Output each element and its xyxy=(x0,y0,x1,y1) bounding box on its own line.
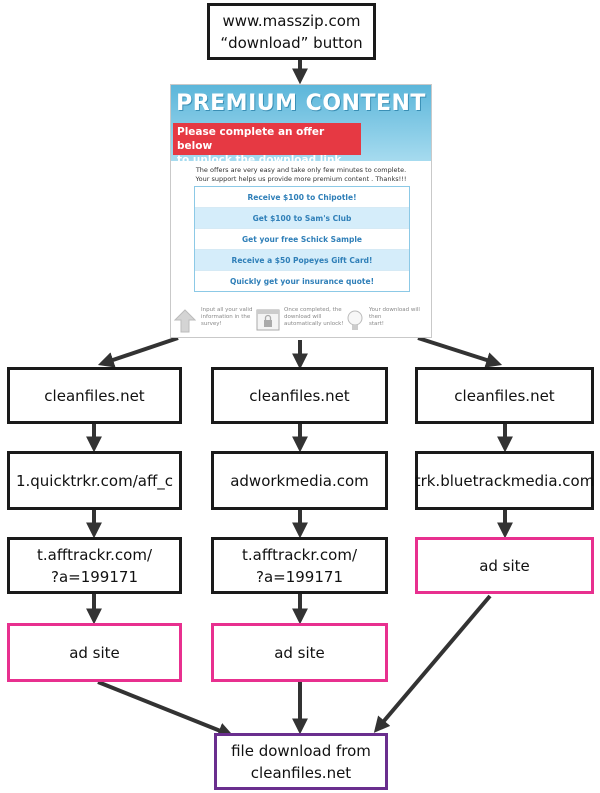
step-text-start: Your download will then start! xyxy=(369,307,420,327)
node-col2-ad-site: ad site xyxy=(211,623,388,682)
lock-window-icon xyxy=(256,309,280,331)
offer-banner: Please complete an offer below to unlock… xyxy=(173,123,361,166)
steps-row: Input all your valid information in the … xyxy=(171,307,431,337)
node-col3-ad-site: ad site xyxy=(415,537,594,594)
arrow-panel-to-col3 xyxy=(417,336,503,368)
arrow-col3-ad-to-final xyxy=(373,594,492,733)
node-col3-cleanfiles: cleanfiles.net xyxy=(415,367,594,424)
offer-item[interactable]: Quickly get your insurance quote! xyxy=(195,271,409,291)
node-col1-cleanfiles: cleanfiles.net xyxy=(7,367,182,424)
premium-title: PREMIUM CONTENT xyxy=(176,91,426,116)
node-col2-adworkmedia: adworkmedia.com xyxy=(211,451,388,510)
node-col2-cleanfiles: cleanfiles.net xyxy=(211,367,388,424)
node-col1-quicktrkr: 1.quicktrkr.com/aff_c xyxy=(7,451,182,510)
arrow-panel-to-col1 xyxy=(97,336,179,368)
offer-item[interactable]: Get $100 to Sam's Club xyxy=(195,208,409,229)
offer-item[interactable]: Receive a $50 Popeyes Gift Card! xyxy=(195,250,409,271)
lightbulb-icon xyxy=(347,310,363,330)
step-text-input: Input all your valid information in the … xyxy=(201,307,253,327)
offer-list: Receive $100 to Chipotle! Get $100 to Sa… xyxy=(194,186,410,292)
up-arrow-icon xyxy=(174,309,196,333)
node-masszip-download: www.masszip.com “download” button xyxy=(207,3,376,60)
node-final-download: file download from cleanfiles.net xyxy=(214,733,388,790)
node-col2-afftrackr: t.afftrackr.com/ ?a=199171 xyxy=(211,537,388,594)
offer-intro-text: The offers are very easy and take only f… xyxy=(195,166,407,183)
step-text-unlock: Once completed, the download will automa… xyxy=(284,307,344,327)
node-col3-bluetrackmedia: trk.bluetrackmedia.com xyxy=(415,451,594,510)
arrow-col1-ad-to-final xyxy=(97,680,234,738)
node-col1-afftrackr: t.afftrackr.com/ ?a=199171 xyxy=(7,537,182,594)
offer-item[interactable]: Receive $100 to Chipotle! xyxy=(195,187,409,208)
premium-content-screenshot: PREMIUM CONTENT Please complete an offer… xyxy=(170,84,432,338)
offer-item[interactable]: Get your free Schick Sample xyxy=(195,229,409,250)
node-col1-ad-site: ad site xyxy=(7,623,182,682)
